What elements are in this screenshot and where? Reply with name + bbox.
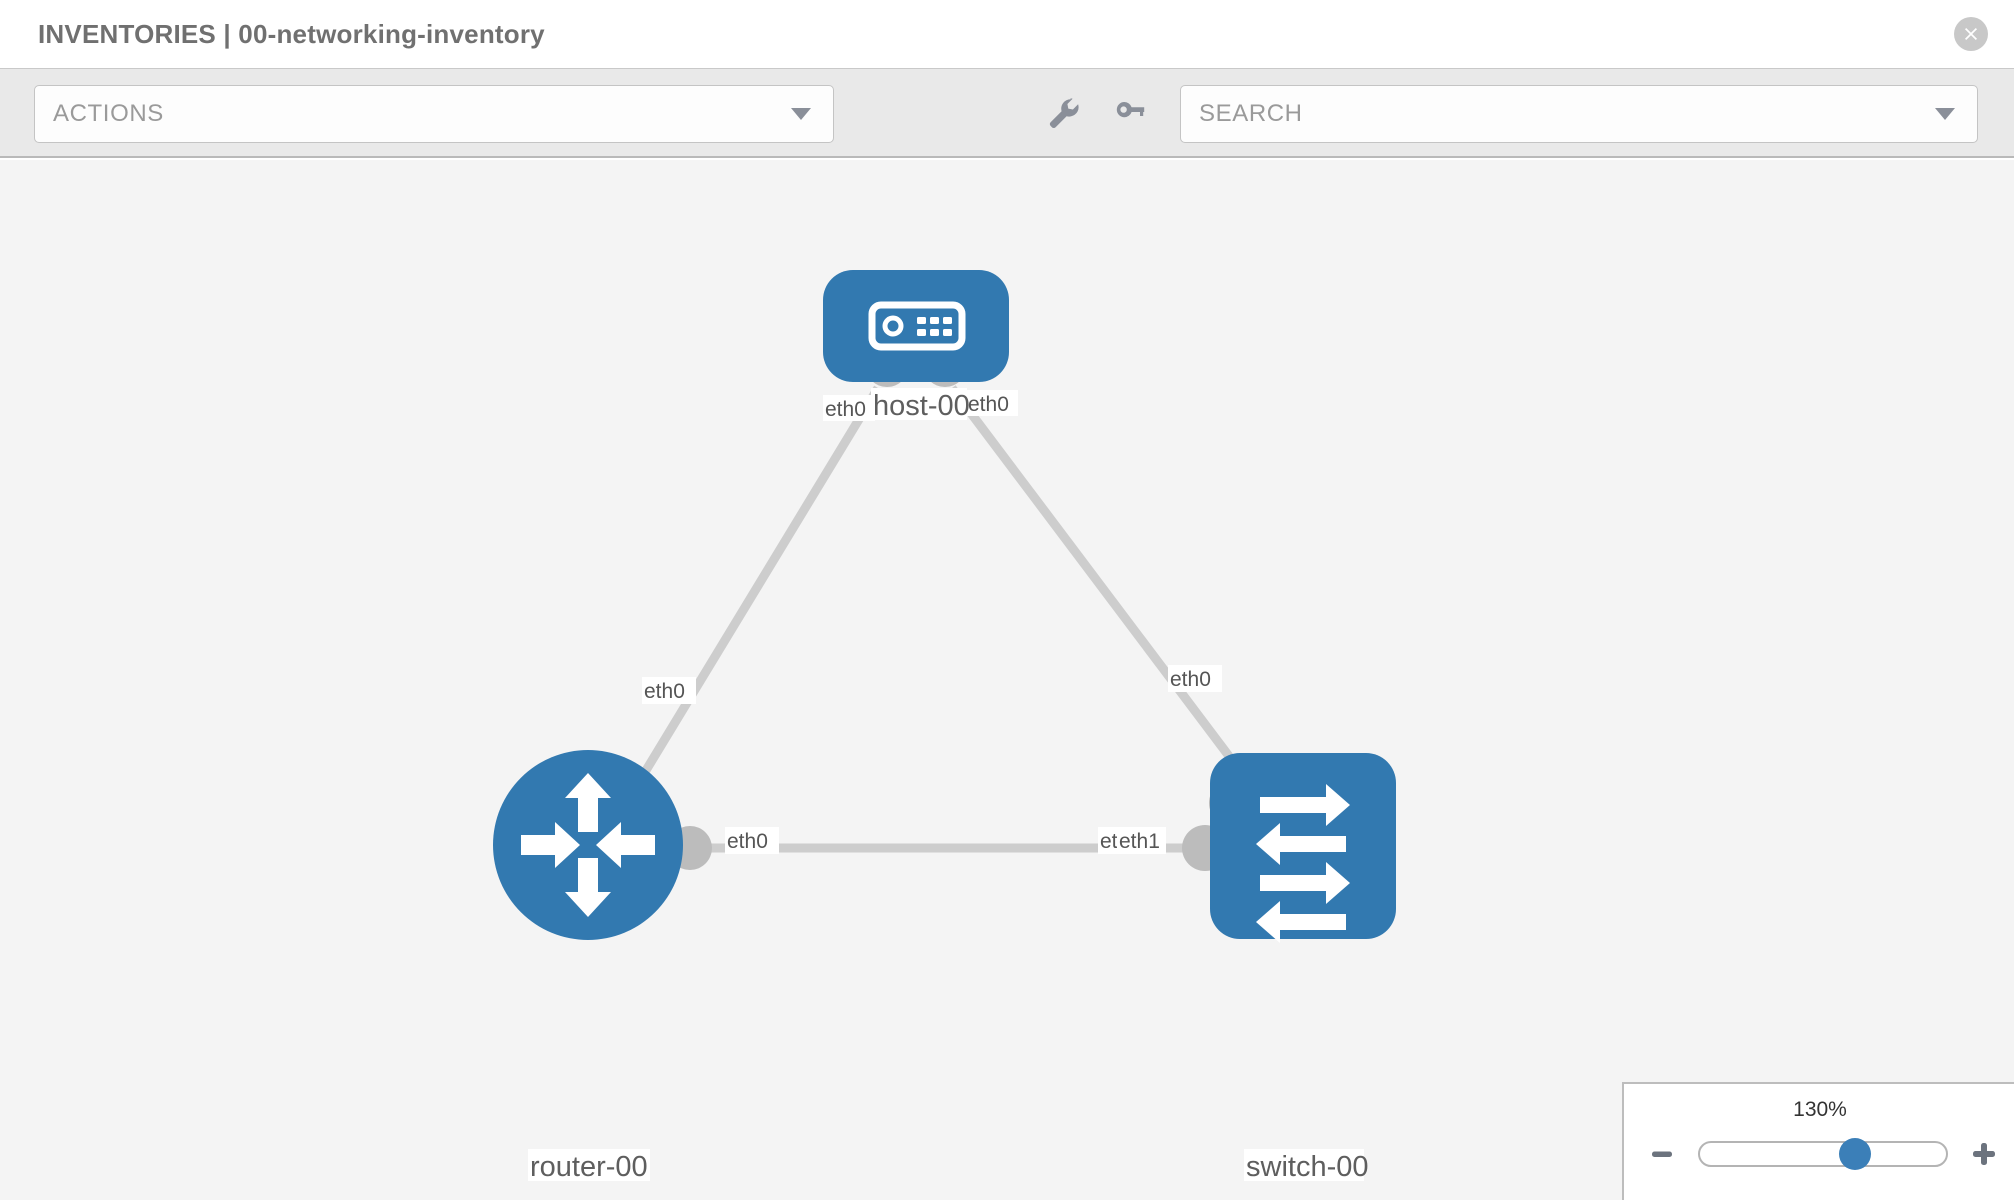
search-placeholder: SEARCH: [1199, 100, 1303, 127]
toolbar: ACTIONS SEARCH: [0, 68, 2014, 158]
zoom-in-button[interactable]: [1962, 1132, 2006, 1176]
iface-label-router-north: eth0: [644, 680, 685, 703]
wrench-icon[interactable]: [1040, 90, 1086, 136]
actions-dropdown-label: ACTIONS: [53, 100, 164, 127]
actions-dropdown[interactable]: ACTIONS: [34, 85, 834, 143]
link-host-switch[interactable]: [948, 385, 1266, 803]
search-input[interactable]: SEARCH: [1180, 85, 1978, 143]
topology-graph: eth0 eth0 eth0 eth0 eth0 eth0 eth1: [493, 270, 1396, 1183]
node-switch-00[interactable]: [1210, 753, 1396, 943]
node-label-switch-00: switch-00: [1246, 1151, 1369, 1183]
iface-label-host-right: eth0: [968, 393, 1009, 416]
close-icon[interactable]: [1954, 17, 1988, 51]
link-router-host[interactable]: [624, 385, 882, 803]
node-label-layer: host-00 router-00 switch-00: [528, 388, 1369, 1183]
page-header: INVENTORIES | 00-networking-inventory: [0, 0, 2014, 68]
iface-label-switch-north: eth0: [1170, 668, 1211, 691]
interface-label-layer: eth0 eth0 eth0 eth0 eth0 eth0 eth1: [642, 390, 1222, 854]
node-host-00[interactable]: [823, 270, 1009, 382]
zoom-slider-thumb[interactable]: [1838, 1138, 1871, 1170]
node-label-host-00: host-00: [873, 390, 970, 422]
iface-label-switch-west: eth1: [1119, 830, 1160, 853]
chevron-down-icon: [1935, 108, 1955, 120]
router-arrows-icon: [521, 773, 655, 917]
switch-arrows-icon: [1256, 784, 1350, 943]
server-icon: [868, 301, 966, 351]
link-layer: [624, 385, 1266, 853]
topology-canvas[interactable]: eth0 eth0 eth0 eth0 eth0 eth0 eth1: [0, 160, 2014, 1200]
node-label-router-00: router-00: [530, 1151, 648, 1183]
connector-layer: [628, 343, 1255, 871]
chevron-down-icon: [791, 108, 811, 120]
iface-label-host-left: eth0: [825, 398, 866, 421]
zoom-slider-track[interactable]: [1698, 1138, 1948, 1170]
node-router-00[interactable]: [493, 750, 683, 940]
zoom-slider-row: [1624, 1132, 2014, 1176]
zoom-percent-label: 130%: [1793, 1098, 1847, 1121]
zoom-out-button[interactable]: [1640, 1132, 1684, 1176]
iface-label-router-east: eth0: [727, 830, 768, 853]
zoom-control-panel: 130%: [1622, 1082, 2014, 1200]
page-title: INVENTORIES | 00-networking-inventory: [38, 18, 545, 49]
key-icon[interactable]: [1106, 90, 1152, 136]
